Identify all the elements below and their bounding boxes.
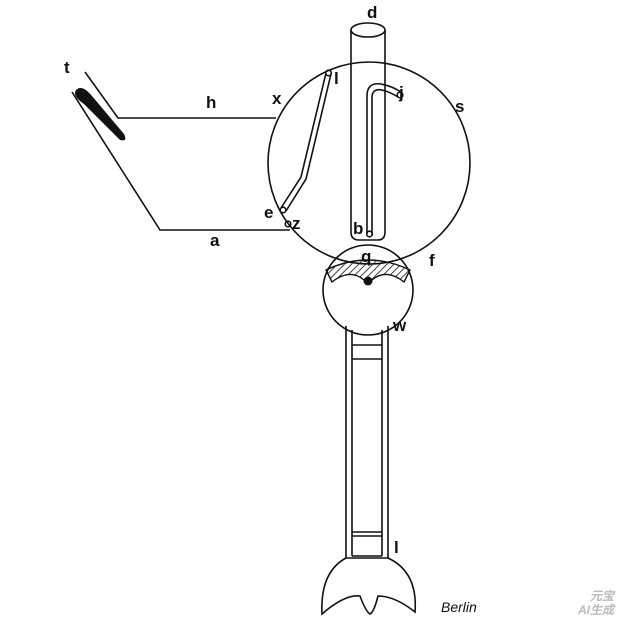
small-bulb <box>322 244 414 336</box>
crescent-base <box>321 557 417 616</box>
label-s: s <box>455 97 464 116</box>
label-q: q <box>361 247 371 266</box>
label-x: x <box>272 89 282 108</box>
label-e: e <box>264 203 273 222</box>
label-h: h <box>206 93 216 112</box>
label-z: z <box>292 214 301 233</box>
large-bulb <box>267 61 471 265</box>
inner-tube-j <box>365 82 404 238</box>
label-d: d <box>367 3 377 22</box>
label-w: w <box>392 316 407 335</box>
label-l-bottom: l <box>394 538 399 557</box>
label-l-top: l <box>334 69 339 88</box>
tube-d <box>350 22 386 241</box>
watermark-line1: 元宝 <box>590 589 616 603</box>
electrode-l <box>279 69 333 228</box>
label-t: t <box>64 58 70 77</box>
wire-blob <box>75 88 126 141</box>
caption-berlin: Berlin <box>441 599 477 615</box>
label-j: j <box>398 83 404 102</box>
label-a: a <box>210 231 220 250</box>
label-b: b <box>353 219 363 238</box>
label-f: f <box>429 251 435 270</box>
watermark-line2: AI生成 <box>577 603 616 617</box>
shaft <box>345 326 389 558</box>
connecting-wires <box>71 71 290 231</box>
